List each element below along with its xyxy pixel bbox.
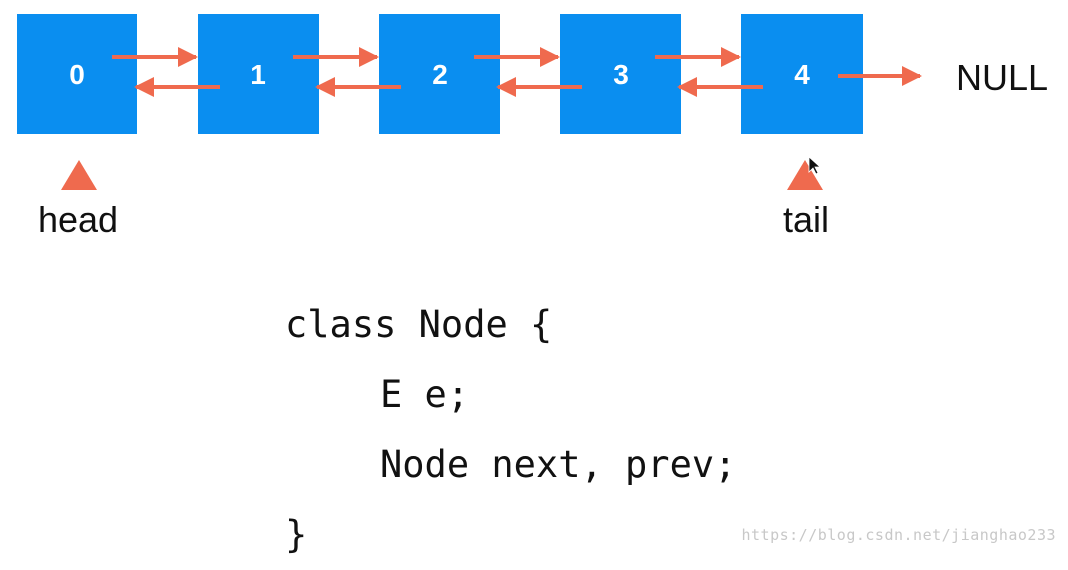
list-node-3: 3 — [560, 14, 681, 134]
mouse-cursor-icon — [808, 156, 822, 175]
node-box — [17, 14, 137, 134]
node-box — [198, 14, 319, 134]
node-box — [379, 14, 500, 134]
head-triangle-icon — [61, 160, 97, 190]
code-line-closing-brace: } — [285, 513, 308, 556]
list-node-0: 0 — [17, 14, 137, 134]
node-value-label: 2 — [432, 59, 448, 90]
code-line-pointer-fields: Node next, prev; — [380, 443, 737, 486]
tail-triangle-icon — [787, 160, 823, 190]
node-value-label: 0 — [69, 59, 85, 90]
node-value-label: 1 — [250, 59, 266, 90]
code-line-element-field: E e; — [380, 373, 470, 416]
head-label: head — [38, 199, 118, 240]
doubly-linked-list-diagram: 0 1 2 3 4 NULL head tail — [17, 14, 1048, 240]
node-value-label: 4 — [794, 59, 810, 90]
code-line-class-declaration: class Node { — [285, 303, 553, 346]
node-box — [560, 14, 681, 134]
tail-label: tail — [783, 199, 829, 240]
watermark-url: https://blog.csdn.net/jianghao233 — [741, 526, 1056, 544]
node-value-label: 3 — [613, 59, 629, 90]
list-node-1: 1 — [198, 14, 319, 134]
null-label: NULL — [956, 57, 1048, 98]
node-class-code: class Node { E e; Node next, prev;} — [285, 290, 736, 570]
list-node-2: 2 — [379, 14, 500, 134]
next-arrows — [112, 47, 922, 86]
